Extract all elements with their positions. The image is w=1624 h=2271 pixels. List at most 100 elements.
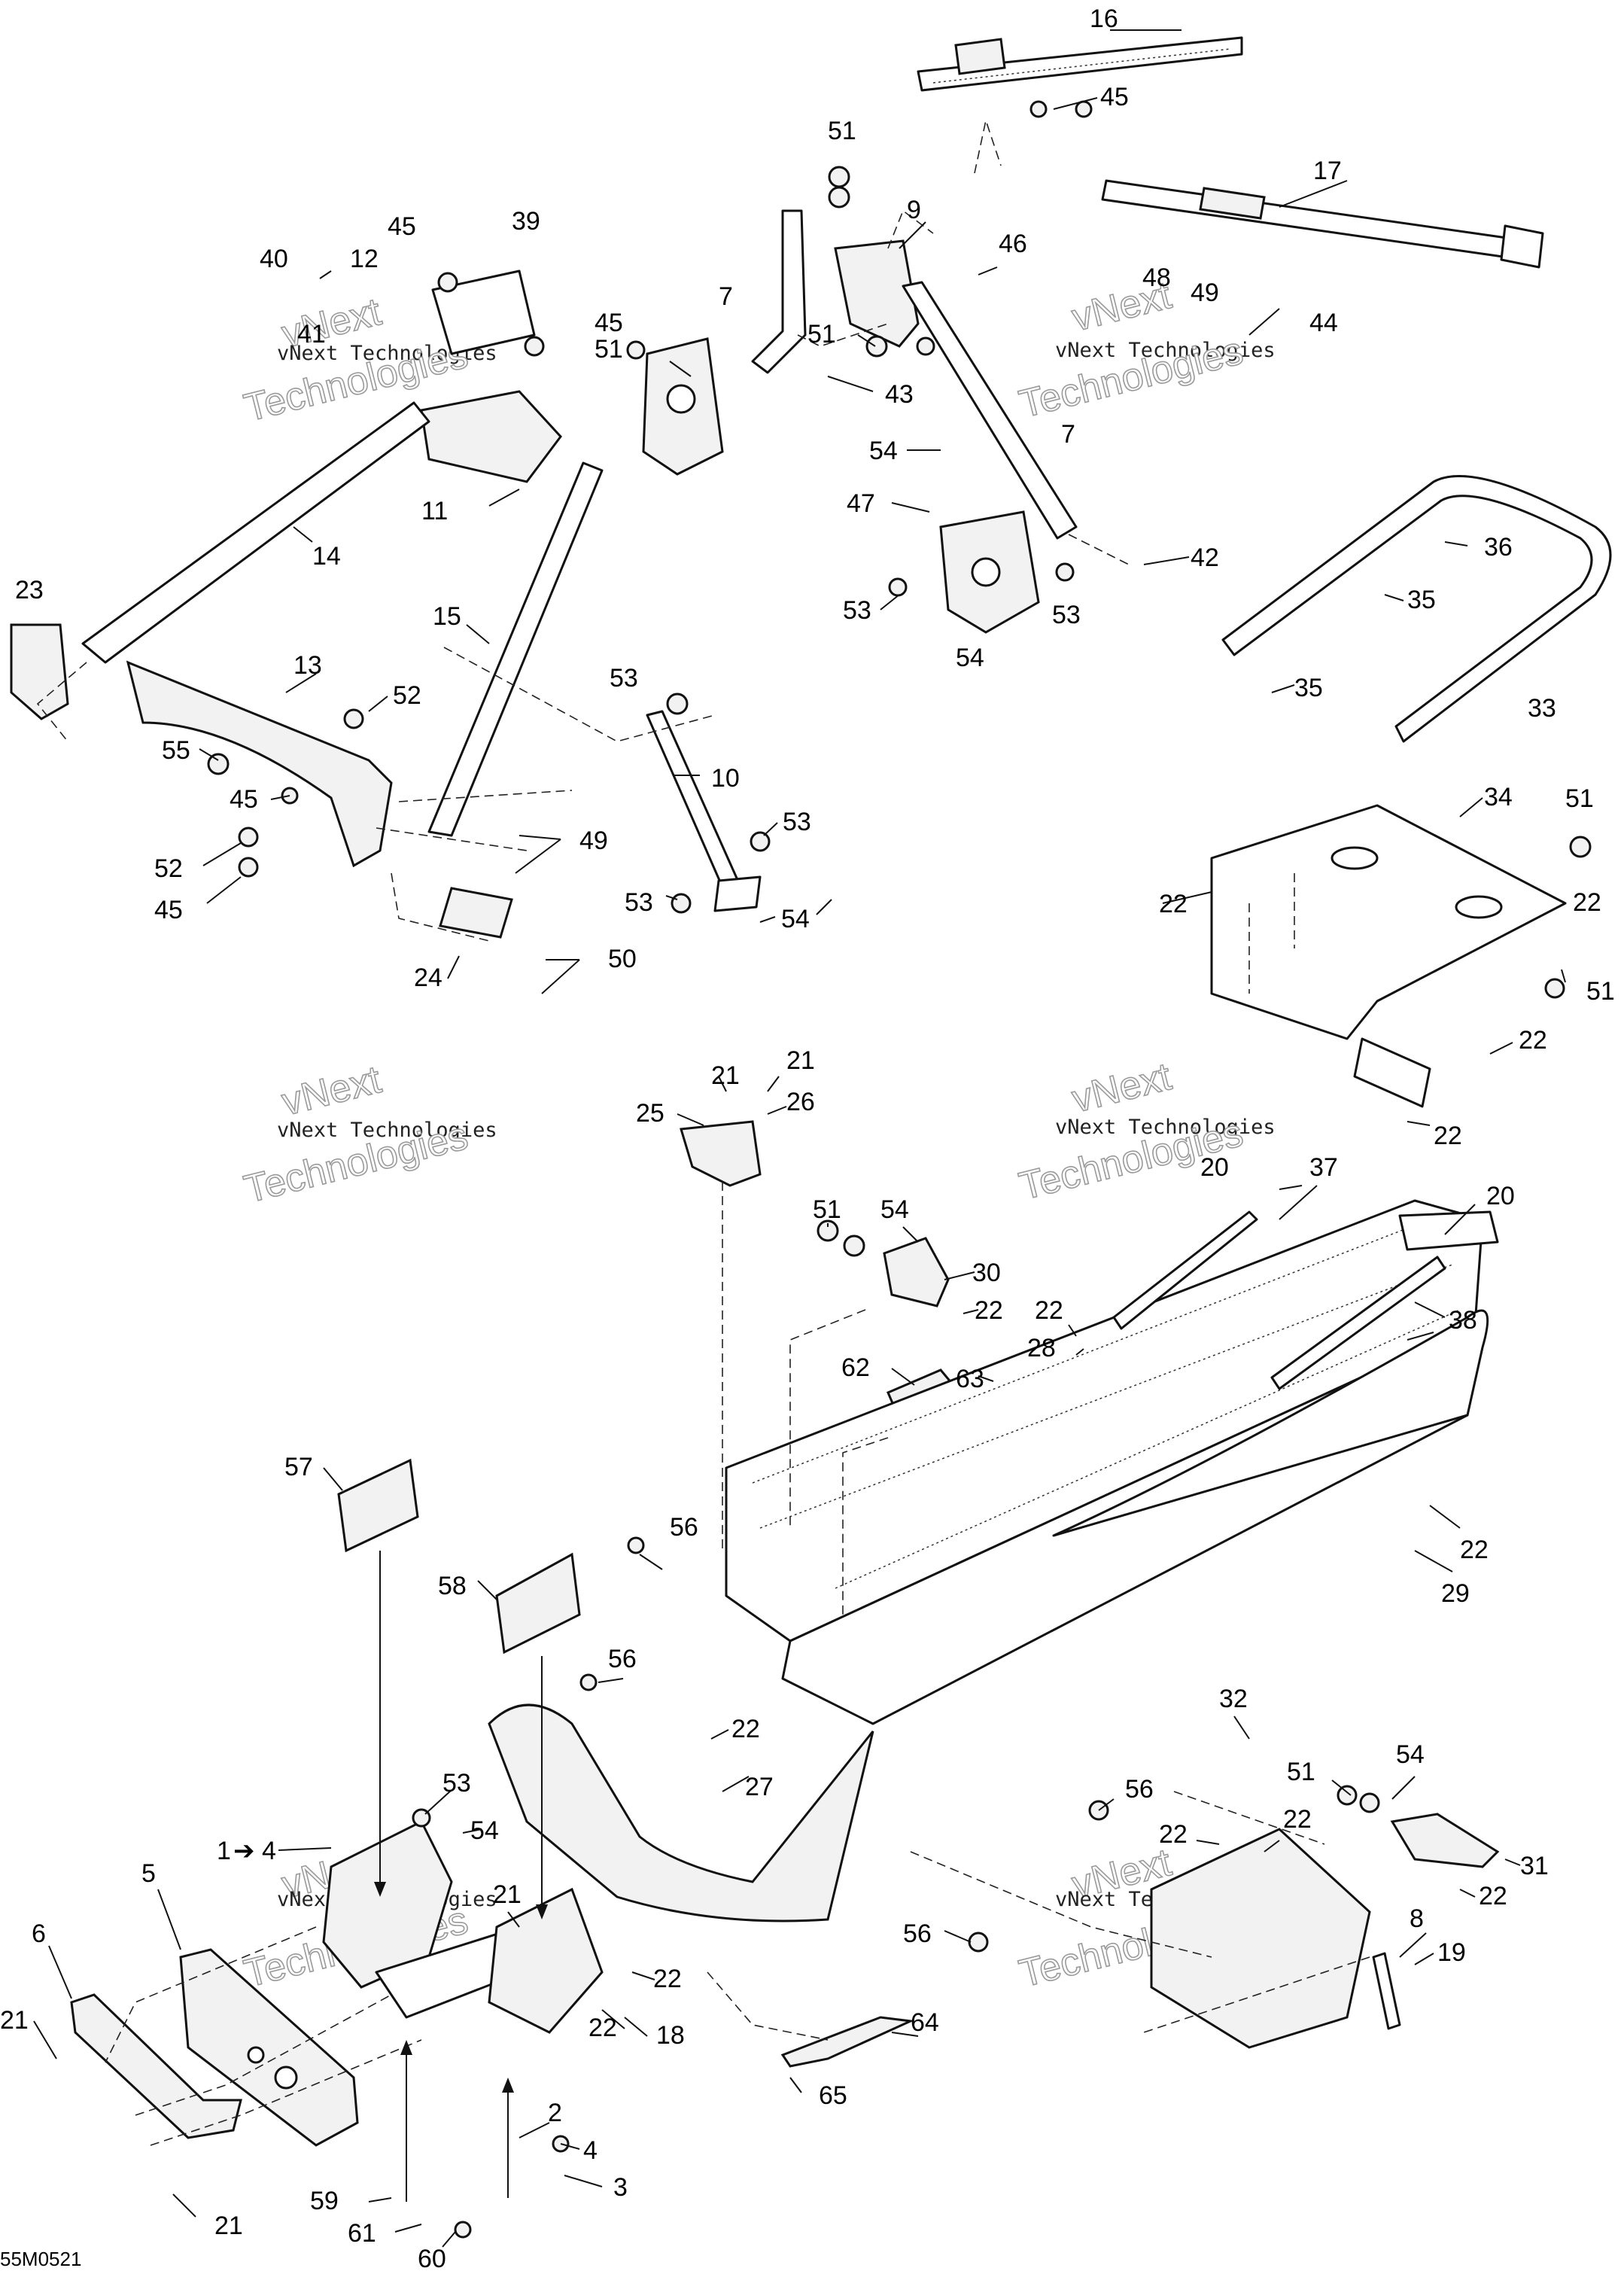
callout-21: 21 — [786, 1046, 815, 1075]
callout-51: 51 — [1565, 784, 1594, 813]
callout-43: 43 — [885, 380, 914, 409]
part-17-long-bar — [1101, 179, 1544, 269]
part-5-plate — [179, 1948, 359, 2147]
callout-53: 53 — [442, 1769, 471, 1798]
callout-22: 22 — [1283, 1805, 1312, 1834]
watermark-caption: vNext Technologies — [1055, 339, 1276, 362]
callout-61: 61 — [348, 2219, 376, 2248]
part-12-bracket — [431, 269, 536, 355]
callout-numbers: 16 45 17 51 9 46 48 49 44 45 39 12 40 41… — [0, 5, 1615, 2271]
callout-53: 53 — [783, 808, 811, 836]
callout-51: 51 — [813, 1195, 841, 1224]
callout-49: 49 — [1191, 279, 1219, 307]
hardware-fasteners — [207, 100, 1592, 2239]
callout-31: 31 — [1520, 1852, 1549, 1880]
part-10-rod — [646, 710, 762, 912]
callout-22: 22 — [1035, 1296, 1063, 1325]
part-34-panel — [1210, 804, 1567, 1108]
callout-22: 22 — [1159, 890, 1188, 918]
callout-3: 3 — [613, 2173, 628, 2202]
part-8-bracket — [1372, 1952, 1401, 2030]
callout-54: 54 — [869, 437, 898, 465]
callout-48: 48 — [1142, 263, 1171, 292]
part-right-rear-plate — [1150, 1828, 1371, 2049]
callout-54: 54 — [880, 1195, 909, 1224]
part-58-pad — [495, 1552, 581, 1655]
callout-54: 54 — [1396, 1740, 1425, 1769]
part-25-bracket — [680, 1120, 762, 1187]
callout-26: 26 — [786, 1088, 815, 1116]
callout-20: 20 — [1486, 1182, 1515, 1210]
callout-6: 6 — [32, 1919, 46, 1948]
callout-22: 22 — [1479, 1882, 1507, 1910]
callout-62: 62 — [841, 1353, 870, 1382]
callout-53: 53 — [625, 888, 653, 917]
assembly-lines — [36, 117, 1370, 2146]
callout-5: 5 — [141, 1859, 156, 1888]
watermark-top-right: vNext vNext Technologies Technologies — [1014, 272, 1276, 427]
part-23-bracket — [10, 623, 69, 720]
callout-32: 32 — [1219, 1685, 1248, 1713]
callout-7: 7 — [719, 282, 733, 311]
callout-leaders — [33, 29, 1566, 2248]
callout-38: 38 — [1449, 1306, 1477, 1335]
callout-35: 35 — [1294, 674, 1323, 702]
callout-51: 51 — [1586, 977, 1615, 1006]
callout-2: 2 — [548, 2099, 562, 2127]
callout-51: 51 — [828, 117, 856, 145]
callout-28: 28 — [1027, 1334, 1056, 1362]
part-7-arm-left — [751, 209, 807, 374]
callout-30: 30 — [972, 1259, 1001, 1287]
callout-45: 45 — [388, 212, 416, 241]
callout-25: 25 — [636, 1099, 665, 1128]
callout-36: 36 — [1484, 533, 1513, 562]
callout-59: 59 — [310, 2187, 339, 2215]
callout-58: 58 — [438, 1572, 467, 1600]
callout-65: 65 — [819, 2081, 847, 2110]
callout-54: 54 — [781, 905, 810, 933]
callout-63: 63 — [956, 1365, 984, 1393]
callout-8: 8 — [1410, 1904, 1424, 1933]
callout-22: 22 — [1434, 1122, 1462, 1150]
watermark-vnext: vNext — [1068, 1055, 1176, 1122]
watermark-mid-left: vNext vNext Technologies Technologies — [239, 1057, 497, 1212]
callout-51: 51 — [807, 320, 836, 349]
callout-52: 52 — [393, 681, 421, 710]
callout-20: 20 — [1200, 1153, 1229, 1182]
callout-45: 45 — [595, 309, 623, 337]
callout-7: 7 — [1061, 420, 1075, 449]
callout-51: 51 — [1287, 1758, 1315, 1786]
callout-56: 56 — [1125, 1775, 1154, 1804]
callout-13: 13 — [293, 651, 322, 680]
callout-21: 21 — [0, 2006, 29, 2035]
callout-39: 39 — [512, 207, 540, 236]
callout-14: 14 — [312, 542, 341, 571]
part-9-bracket — [834, 239, 920, 348]
callout-27: 27 — [745, 1773, 774, 1801]
part-16-upper-bar — [917, 36, 1243, 92]
callout-19: 19 — [1437, 1938, 1466, 1967]
part-11-bracket — [420, 390, 562, 483]
callout-64: 64 — [911, 2008, 939, 2037]
part-gear-plate-upper — [642, 337, 724, 476]
callout-34: 34 — [1484, 783, 1513, 811]
callout-51: 51 — [595, 335, 623, 364]
callout-50: 50 — [608, 945, 637, 973]
callout-17: 17 — [1313, 157, 1342, 185]
callout-56: 56 — [903, 1919, 932, 1948]
callout-35: 35 — [1407, 586, 1436, 614]
callout-60: 60 — [418, 2245, 446, 2271]
callout-56: 56 — [670, 1513, 698, 1542]
callout-22: 22 — [588, 2014, 617, 2042]
part-64-brace — [780, 2016, 915, 2068]
callout-47: 47 — [847, 489, 875, 518]
callout-23: 23 — [15, 576, 44, 604]
part-24-plate — [439, 887, 513, 939]
callout-24: 24 — [414, 964, 442, 992]
callout-21: 21 — [493, 1880, 522, 1909]
callout-22: 22 — [1159, 1820, 1188, 1849]
callout-16: 16 — [1090, 5, 1118, 33]
callout-10: 10 — [711, 764, 740, 793]
part-33-hoop — [1221, 475, 1612, 743]
